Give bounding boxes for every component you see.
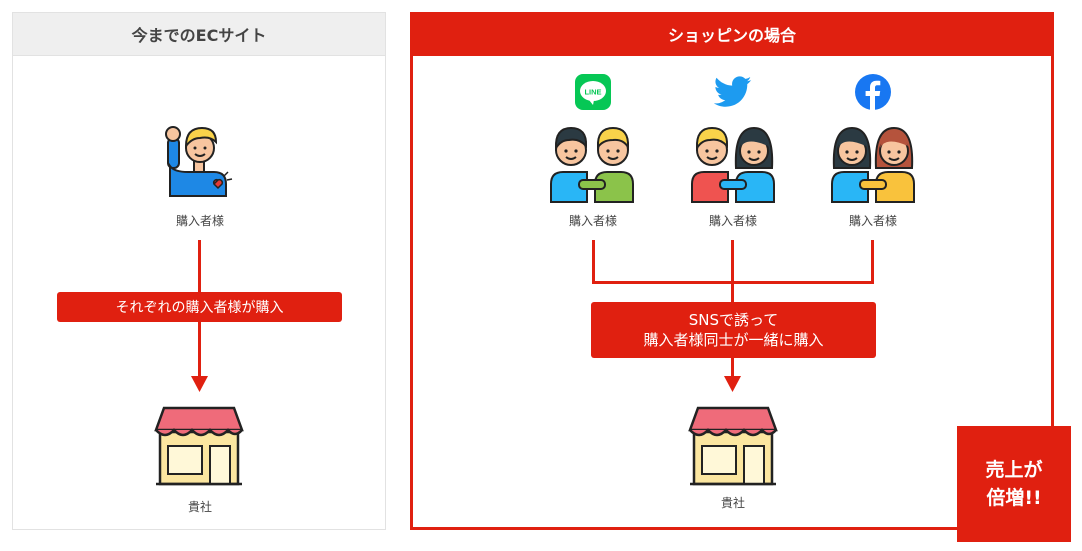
buyer-pair-icon-2 xyxy=(691,126,775,203)
buyer-pair-icon-1 xyxy=(550,126,634,203)
right-shop-icon xyxy=(688,406,778,486)
left-panel-title: 今までのECサイト xyxy=(12,12,386,56)
right-flow-label: SNSで誘って 購入者様同士が一緒に購入 xyxy=(591,302,876,358)
right-flow-arrowhead xyxy=(724,376,741,392)
connector-horizontal xyxy=(592,281,874,284)
svg-text:LINE: LINE xyxy=(584,88,601,97)
right-panel-title: ショッピンの場合 xyxy=(410,12,1054,56)
buyer-caption-facebook: 購入者様 xyxy=(848,214,897,228)
sales-badge: 売上が 倍増!! xyxy=(957,426,1071,542)
shop-icon xyxy=(154,406,244,486)
left-flow-label: それぞれの購入者様が購入 xyxy=(57,292,342,322)
left-buyer-caption: 購入者様 xyxy=(175,214,224,228)
twitter-icon xyxy=(714,76,752,107)
connector-left xyxy=(592,240,595,284)
buyer-caption-line: 購入者様 xyxy=(568,214,617,228)
sales-badge-line2: 倍増!! xyxy=(986,487,1042,509)
right-flow-label-line1: SNSで誘って xyxy=(688,311,779,329)
facebook-icon xyxy=(855,74,891,110)
sales-badge-line1: 売上が xyxy=(985,459,1043,481)
single-buyer-icon xyxy=(165,126,233,197)
buyer-pair-icon-3 xyxy=(831,126,915,203)
right-flow-label-line2: 購入者様同士が一緒に購入 xyxy=(643,331,824,349)
left-flow-arrowhead xyxy=(191,376,208,392)
left-shop-caption: 貴社 xyxy=(187,500,212,514)
line-icon: LINE xyxy=(575,74,611,110)
right-shop-caption: 貴社 xyxy=(720,496,745,510)
buyer-caption-twitter: 購入者様 xyxy=(708,214,757,228)
connector-right xyxy=(871,240,874,284)
